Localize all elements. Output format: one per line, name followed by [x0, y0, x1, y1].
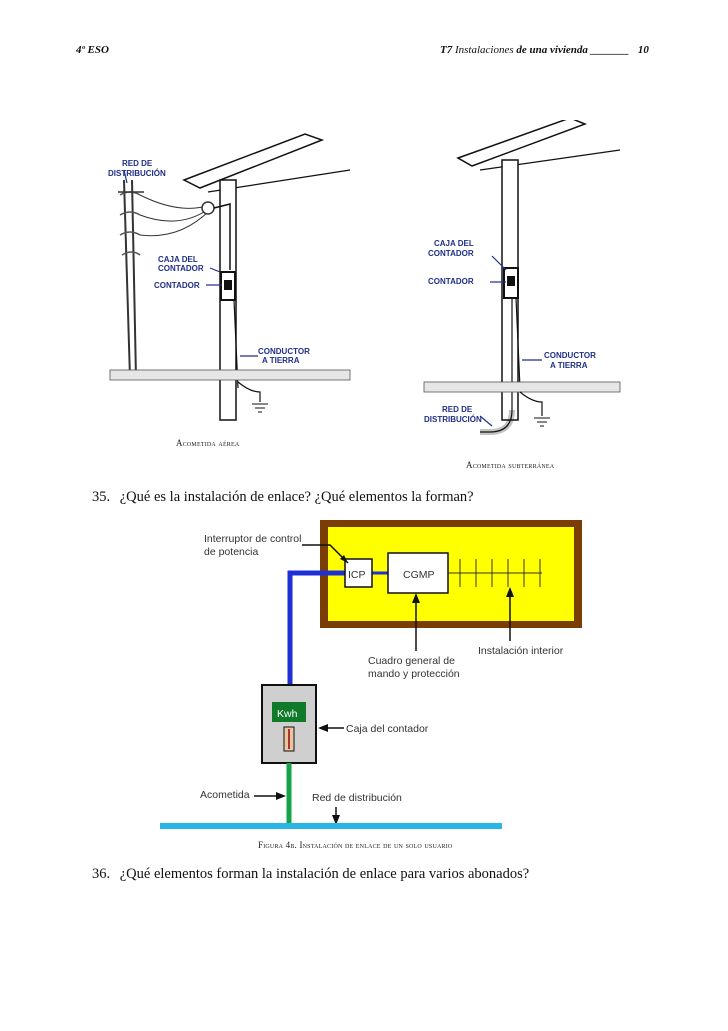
header-topic: Instalaciones	[454, 44, 514, 56]
label-caja-contador: CONTADOR	[158, 264, 204, 273]
question-36: 36. ¿Qué elementos forman la instalación…	[92, 866, 529, 883]
roof	[456, 120, 588, 167]
label-conductor: CONDUCTOR	[544, 351, 596, 360]
label-contador: CONTADOR	[154, 281, 200, 290]
header-title: T7 Instalaciones de una vivienda _______…	[440, 44, 649, 56]
label-distribucion: DISTRIBUCIÓN	[424, 415, 482, 424]
label-tierra: A TIERRA	[550, 361, 588, 370]
question-text: ¿Qué es la instalación de enlace? ¿Qué e…	[119, 489, 474, 505]
label-contador: CONTADOR	[428, 277, 474, 286]
label-conductor: CONDUCTOR	[258, 347, 310, 356]
caja-caption: Caja del contador	[346, 723, 429, 735]
icp-caption-2: de potencia	[204, 546, 258, 558]
figure-acometida-aerea: RED DE DISTRIBUCIÓN CAJA DEL CONTADOR CO…	[108, 133, 351, 421]
kwh-meter	[272, 702, 306, 722]
utility-pole	[118, 179, 144, 379]
question-35: 35. ¿Qué es la instalación de enlace? ¿Q…	[92, 489, 474, 506]
header-course: 4º ESO	[76, 44, 109, 56]
label-distribucion: DISTRIBUCIÓN	[108, 169, 166, 178]
icp-box	[344, 558, 373, 588]
diagram-instalacion-enlace: ICP CGMP Interruptor de control de poten…	[160, 520, 582, 829]
figure-acometida-subterranea: CAJA DEL CONTADOR CONTADOR CONDUCTOR A T…	[423, 120, 621, 435]
icp-caption-1: Interruptor de control	[204, 533, 301, 545]
red-caption: Red de distribución	[312, 792, 402, 804]
label-caja: CAJA DEL	[158, 255, 198, 264]
caption-aerea: Acometida aérea	[176, 438, 240, 448]
label-caja-contador: CONTADOR	[428, 249, 474, 258]
label-red: RED DE	[122, 159, 153, 168]
header-rule: _______	[590, 44, 630, 56]
cuadro-caption-1: Cuadro general de	[368, 655, 455, 667]
supply-wire	[287, 570, 345, 695]
header-topic-suffix: de una vivienda	[516, 44, 588, 56]
caption-figura-4b: Figura 4b. Instalación de enlace de un s…	[258, 840, 453, 850]
label-red: RED DE	[442, 405, 473, 414]
caption-subterranea: Acometida subterránea	[466, 460, 555, 470]
interior-caption: Instalación interior	[478, 645, 564, 657]
label-tierra: A TIERRA	[262, 356, 300, 365]
question-number: 35.	[92, 489, 111, 505]
cgmp-label: CGMP	[403, 569, 435, 581]
ground	[109, 369, 351, 381]
question-number: 36.	[92, 866, 111, 882]
question-text: ¿Qué elementos forman la instalación de …	[119, 866, 530, 882]
kwh-label: Kwh	[277, 708, 298, 720]
roof	[182, 133, 325, 189]
label-caja: CAJA DEL	[434, 239, 474, 248]
icp-label: ICP	[348, 569, 366, 581]
header-unit: T7	[440, 44, 453, 56]
page-number: 10	[637, 44, 649, 56]
insulator-icon	[201, 201, 215, 215]
ground	[423, 381, 621, 393]
acometida-caption: Acometida	[200, 789, 250, 801]
cuadro-caption-2: mando y protección	[368, 668, 460, 680]
